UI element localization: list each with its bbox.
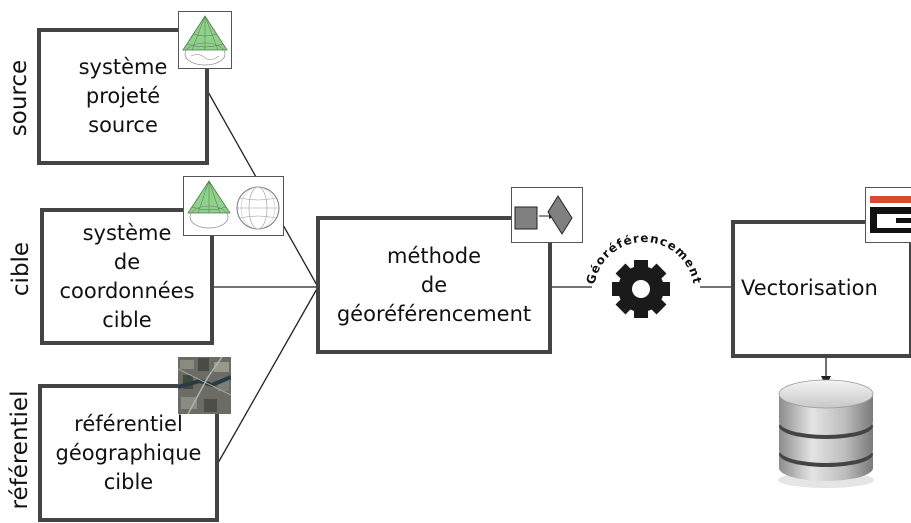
cible-line-4: cible bbox=[102, 307, 152, 332]
methode-line-2: de bbox=[420, 272, 448, 297]
source-line-3: source bbox=[88, 113, 158, 137]
side-label-referentiel: référentiel bbox=[7, 390, 33, 510]
referentiel-line-3: cible bbox=[103, 469, 154, 494]
raster-to-vector-icon bbox=[865, 187, 911, 243]
transform-shapes-icon bbox=[511, 187, 583, 243]
gear-icon: Géoréférencement bbox=[582, 224, 703, 344]
source-line-2: projeté bbox=[85, 84, 161, 108]
methode-line-1: méthode bbox=[386, 243, 482, 268]
source-line-1: système bbox=[78, 55, 168, 79]
cible-line-1: système bbox=[82, 220, 172, 245]
vectorisation-label: Vectorisation bbox=[741, 276, 878, 300]
side-label-cible: cible bbox=[8, 241, 34, 297]
referentiel-line-1: référentiel bbox=[74, 411, 183, 436]
vectorisation-box: Vectorisation bbox=[731, 220, 911, 358]
referentiel-line-2: géographique bbox=[55, 440, 202, 465]
database-icon bbox=[775, 376, 877, 490]
projection-cone-icon bbox=[178, 11, 232, 69]
target-system-box: système de coordonnées cible bbox=[40, 208, 214, 345]
aerial-photo-icon bbox=[178, 357, 231, 414]
side-label-source: source bbox=[6, 59, 32, 137]
methode-line-3: géoréférencement bbox=[336, 301, 532, 326]
source-system-box: système projeté source bbox=[37, 28, 209, 165]
globe-icon bbox=[183, 176, 284, 236]
cible-line-2: de bbox=[113, 249, 141, 274]
cible-line-3: coordonnées bbox=[59, 278, 195, 303]
